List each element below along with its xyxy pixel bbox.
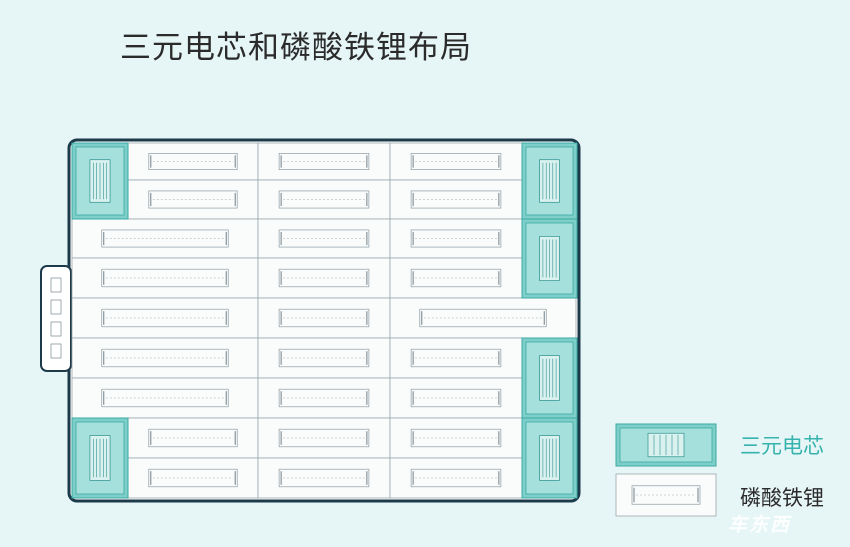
lfp-cell [71,218,259,259]
lfp-cell-bar [278,308,370,328]
watermark: 车东西 [728,514,792,536]
lfp-cell-bar [101,268,229,288]
lfp-cell-bar [410,348,502,368]
lfp-cell-bar [410,428,502,448]
connector-slot [50,299,62,315]
side-connector [40,265,72,372]
lfp-cell-bar [278,229,370,248]
connector-slot [50,277,62,293]
lfp-cell-bar [101,308,229,328]
page-title: 三元电芯和磷酸铁锂布局 [120,30,472,66]
lfp-cell-bar [148,153,238,170]
lfp-cell-bar [410,229,502,248]
lfp-cell-bar [410,388,502,408]
lfp-cell-bar [278,348,370,368]
lfp-cell-bar [148,428,238,448]
lfp-cell [389,297,577,339]
lfp-cell [71,377,259,419]
lfp-cell-bar [278,468,370,488]
legend-ncm-label: 三元电芯 [740,434,824,458]
lfp-cell [71,297,259,339]
connector-slot [50,321,62,337]
lfp-cell-bar [148,190,238,209]
lfp-cell [127,179,259,220]
lfp-cell-bar [278,153,370,170]
lfp-cell-bar [101,388,229,408]
lfp-cell [71,337,259,379]
lfp-cell-bar [410,468,502,488]
lfp-cell-bar [631,485,701,505]
lfp-cell-bar [410,190,502,209]
lfp-cell-bar [410,268,502,288]
legend-lfp-label: 磷酸铁锂 [740,486,824,510]
connector-slot [50,343,62,359]
lfp-cell-bar [101,348,229,368]
lfp-cell-bar [278,190,370,209]
lfp-cell-bar [278,428,370,448]
lfp-cell-bar [278,268,370,288]
lfp-cell-bar [148,468,238,488]
lfp-cell-bar [101,229,229,248]
lfp-cell-bar [419,308,547,328]
lfp-cell-bar [278,388,370,408]
lfp-cell-bar [410,153,502,170]
lfp-cell [71,257,259,299]
